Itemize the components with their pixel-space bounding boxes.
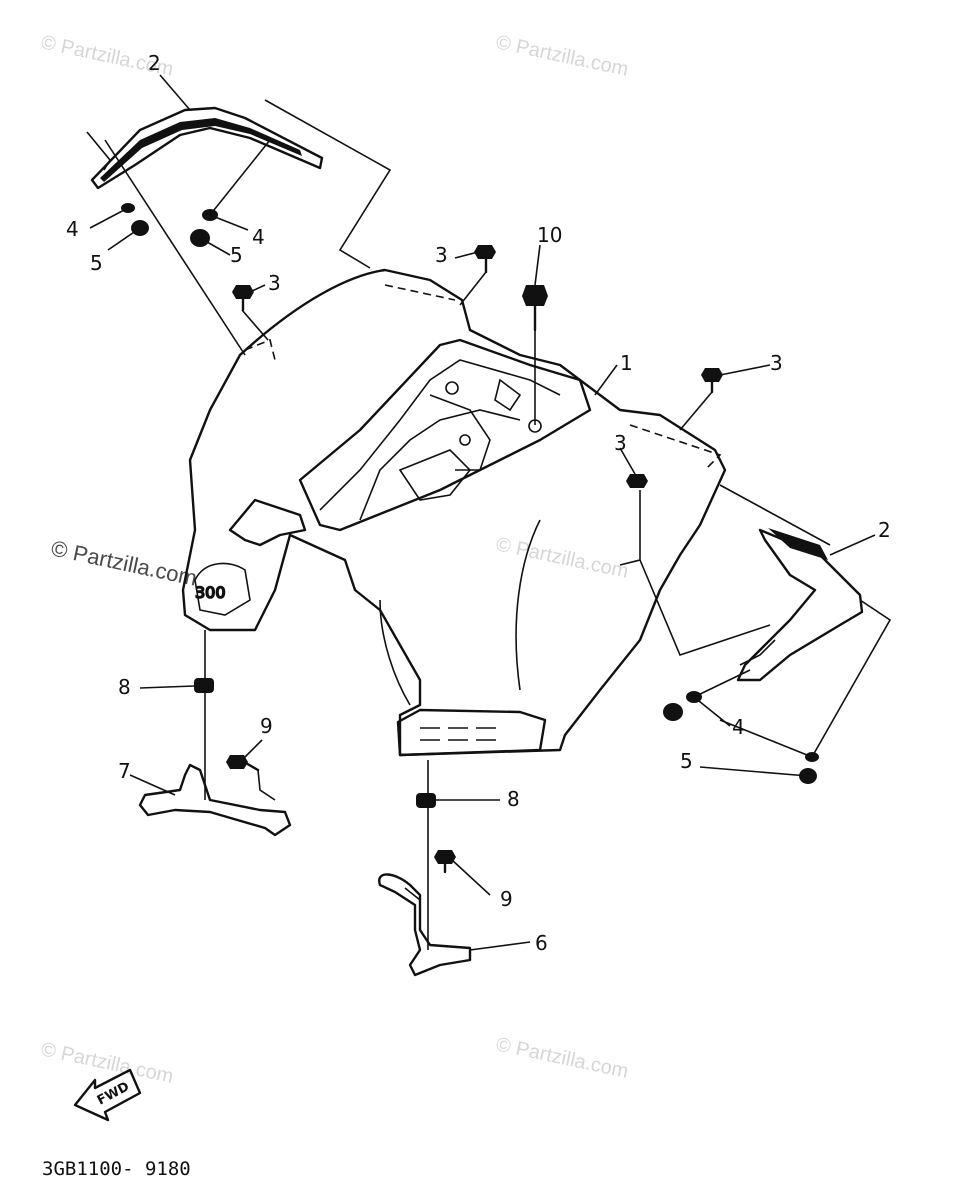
callout-5-left: 5 — [90, 251, 103, 275]
callout-5-right: 5 — [680, 749, 693, 773]
bracket-6-drawing — [378, 873, 472, 977]
mud-flap-left-drawing — [90, 106, 324, 190]
callout-2-left: 2 — [148, 51, 161, 75]
callout-1: 1 — [620, 351, 633, 375]
fwd-label: FWD — [95, 1079, 132, 1108]
callout-4-right: 4 — [732, 715, 745, 739]
callout-9-center: 9 — [500, 887, 513, 911]
callouts: 1 2 2 3 3 3 3 4 4 4 5 5 5 6 7 8 8 9 9 10 — [66, 51, 891, 955]
hardware-drawing — [121, 203, 819, 874]
callout-9-left: 9 — [260, 714, 273, 738]
callout-8-center: 8 — [507, 787, 520, 811]
watermark-center-mid: © Partzilla.com — [494, 533, 630, 583]
watermark-left-mid: © Partzilla.com — [49, 535, 199, 590]
callout-3-left: 3 — [268, 271, 281, 295]
callout-4-center: 4 — [252, 225, 265, 249]
diagram-code: 3GB1100- 9180 — [42, 1158, 191, 1180]
mud-flap-right-drawing — [736, 528, 864, 682]
callout-2-right: 2 — [878, 518, 891, 542]
watermark-top-center: © Partzilla.com — [494, 31, 630, 81]
callout-8-left: 8 — [118, 675, 131, 699]
front-fender-drawing: 300 — [181, 268, 727, 757]
callout-3-top: 3 — [435, 243, 448, 267]
watermarks: © Partzilla.com © Partzilla.com © Partzi… — [39, 31, 630, 1088]
callout-6: 6 — [535, 931, 548, 955]
callout-10: 10 — [537, 223, 562, 247]
svg-text:300: 300 — [195, 583, 226, 602]
callout-7: 7 — [118, 759, 131, 783]
watermark-bottom-center: © Partzilla.com — [494, 1033, 630, 1083]
callout-4-left: 4 — [66, 217, 79, 241]
callout-3-mid: 3 — [614, 431, 627, 455]
callout-3-right: 3 — [770, 351, 783, 375]
leader-lines — [86, 74, 892, 951]
bracket-7-drawing — [138, 763, 292, 837]
callout-5-center: 5 — [230, 243, 243, 267]
